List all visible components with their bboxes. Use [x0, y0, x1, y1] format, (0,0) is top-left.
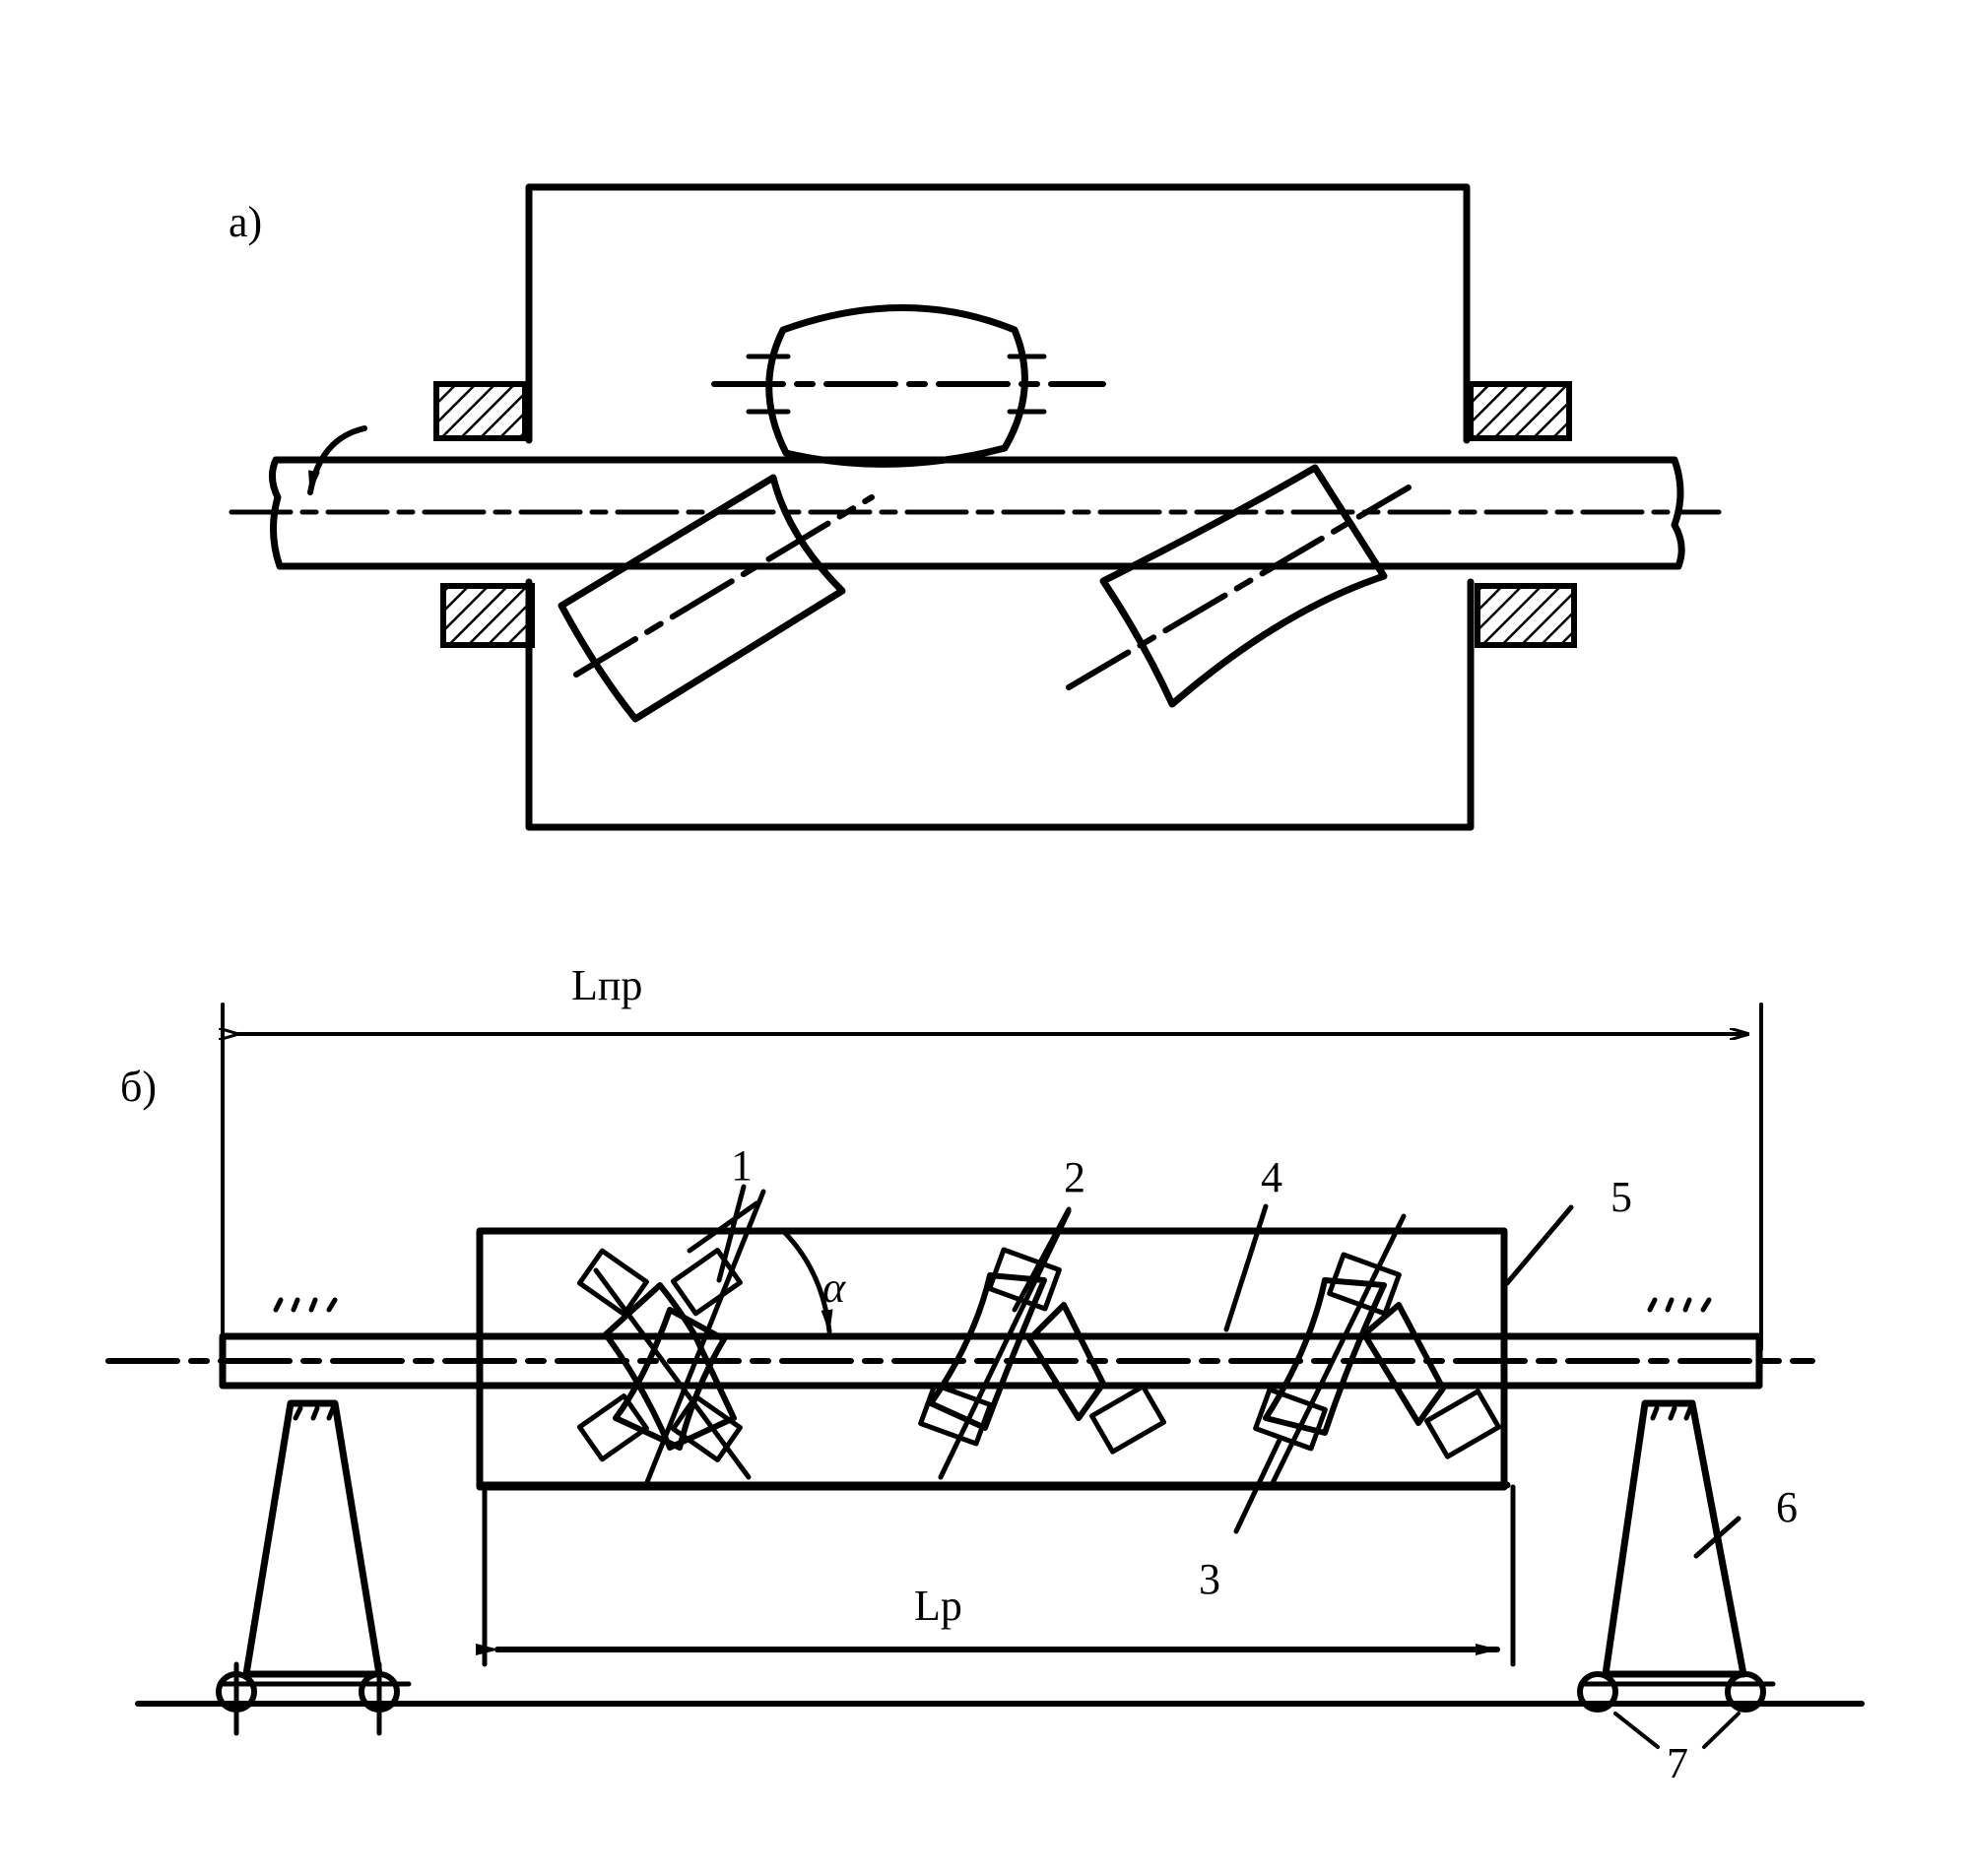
- roll-unit-2-bearing-top: [987, 1247, 1062, 1312]
- roll-unit-1-roll-a: [603, 1282, 737, 1451]
- shaft: [269, 456, 1685, 570]
- roll-unit-2-axis: [938, 1208, 1072, 1480]
- roll-unit-1-bearing-tl: [576, 1248, 649, 1317]
- roll-unit-1-bearing-bl: [576, 1393, 649, 1462]
- callout-3: 3: [1199, 1555, 1220, 1603]
- callout-4: 4: [1261, 1153, 1282, 1201]
- stand-right-roller-marks: [1650, 1405, 1693, 1421]
- stand-left-top-marks: [273, 1297, 338, 1313]
- roll-unit-3-axis: [1268, 1213, 1407, 1490]
- callout-7-leader-right: [1702, 1712, 1741, 1749]
- callout-2: 2: [1064, 1153, 1085, 1201]
- roll-unit-1-axis-2: [593, 1267, 752, 1480]
- roll-unit-3-bearing-right: [1424, 1389, 1501, 1459]
- callout-1-leader: [716, 1184, 747, 1283]
- stand-right-wheel-1: [1577, 1671, 1618, 1713]
- alpha-ray: [687, 1200, 759, 1254]
- housing-lower: [525, 578, 1475, 831]
- bearing-block-top-left: [433, 381, 528, 441]
- figure-b-label: б): [120, 1063, 157, 1111]
- callout-4-leader: [1223, 1203, 1269, 1332]
- inclined-roll-right: [1099, 464, 1388, 708]
- roll-unit-3-roll-a: [1263, 1277, 1387, 1436]
- figure-a: а): [229, 183, 1722, 831]
- roll-unit-2: [918, 1208, 1166, 1480]
- callout-6: 6: [1776, 1483, 1798, 1531]
- callout-3-leader: [1233, 1435, 1283, 1534]
- roll-unit-1-bearing-tr: [670, 1248, 743, 1317]
- figure-a-label: а): [229, 198, 262, 246]
- alpha-label: α: [822, 1263, 846, 1312]
- housing-upper: [525, 183, 1471, 444]
- roll-unit-3-roll-b: [1361, 1302, 1446, 1426]
- roll-unit-1: [576, 1189, 766, 1490]
- stand-left: [216, 1297, 412, 1736]
- barrel-roll: [765, 304, 1028, 468]
- bearing-block-top-right: [1468, 381, 1572, 441]
- roll-unit-2-bearing-right: [1089, 1384, 1166, 1455]
- stand-right-body: [1602, 1399, 1747, 1678]
- roll-unit-2-bearing-bottom: [918, 1382, 993, 1447]
- stand-right-wheel-2: [1725, 1671, 1766, 1713]
- stand-right: [1577, 1297, 1776, 1713]
- bearing-block-bottom-right: [1475, 583, 1577, 648]
- roll-unit-2-roll-b: [1026, 1302, 1106, 1421]
- callout-5: 5: [1610, 1173, 1632, 1221]
- callout-6-leader: [1693, 1516, 1741, 1559]
- stand-right-top-marks: [1647, 1297, 1712, 1313]
- stand-left-body: [242, 1399, 383, 1678]
- callout-7-leader-left: [1613, 1712, 1660, 1749]
- rotation-arrow: [307, 425, 367, 495]
- inclined-roll-right-axis: [1066, 485, 1412, 690]
- stand-left-roller-marks: [293, 1405, 336, 1421]
- figure-b: б) Lпр Lp α: [105, 961, 1865, 1787]
- lnp-dimension-label: Lпр: [571, 961, 642, 1009]
- callout-5-leader: [1504, 1204, 1574, 1286]
- bearing-block-bottom-left: [440, 583, 535, 648]
- roll-unit-1-roll-b: [613, 1307, 727, 1451]
- callout-7: 7: [1667, 1739, 1688, 1787]
- roll-unit-1-axis: [642, 1189, 766, 1490]
- roll-unit-1-bearing-br: [670, 1393, 743, 1462]
- roll-unit-3: [1253, 1213, 1501, 1490]
- roll-unit-3-bearing-bottom: [1253, 1387, 1328, 1452]
- roll-unit-2-roll-a: [928, 1272, 1047, 1431]
- inclined-roll-left: [558, 474, 846, 723]
- lp-dimension-label: Lp: [914, 1582, 962, 1630]
- alpha-arc: [780, 1228, 833, 1334]
- inclined-roll-left-axis: [573, 494, 875, 678]
- callout-1: 1: [731, 1141, 753, 1190]
- roll-unit-3-bearing-top: [1327, 1252, 1402, 1317]
- callout-2-leader: [1012, 1206, 1072, 1313]
